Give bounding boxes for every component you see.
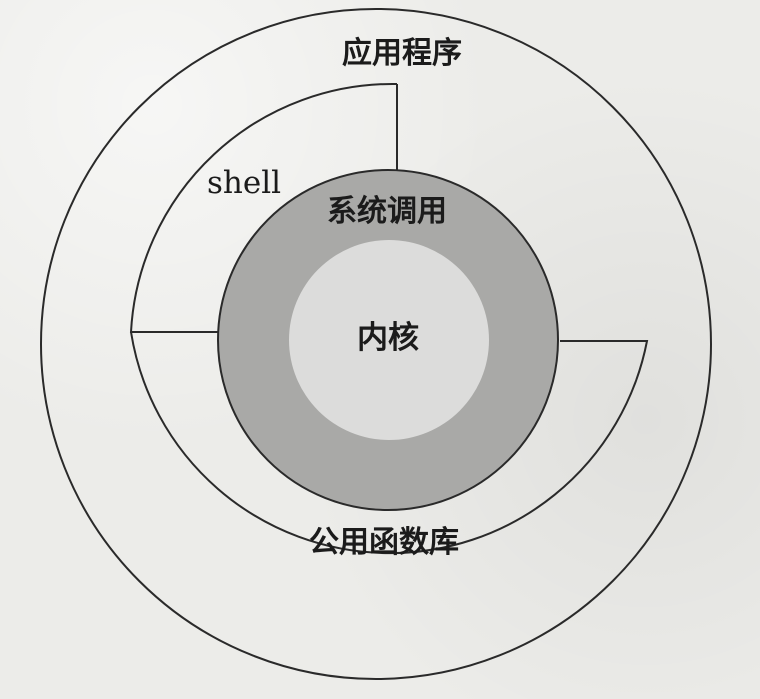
applications-label: 应用程序	[342, 36, 462, 71]
library-routines-label: 公用函数库	[309, 525, 459, 560]
shell-label: shell	[207, 165, 281, 201]
kernel-core	[289, 240, 489, 440]
shell-library-boundary	[129, 82, 649, 555]
applications-outer-circle	[40, 8, 712, 680]
kernel-label: 内核	[357, 320, 419, 356]
system-calls-label: 系统调用	[327, 194, 447, 229]
